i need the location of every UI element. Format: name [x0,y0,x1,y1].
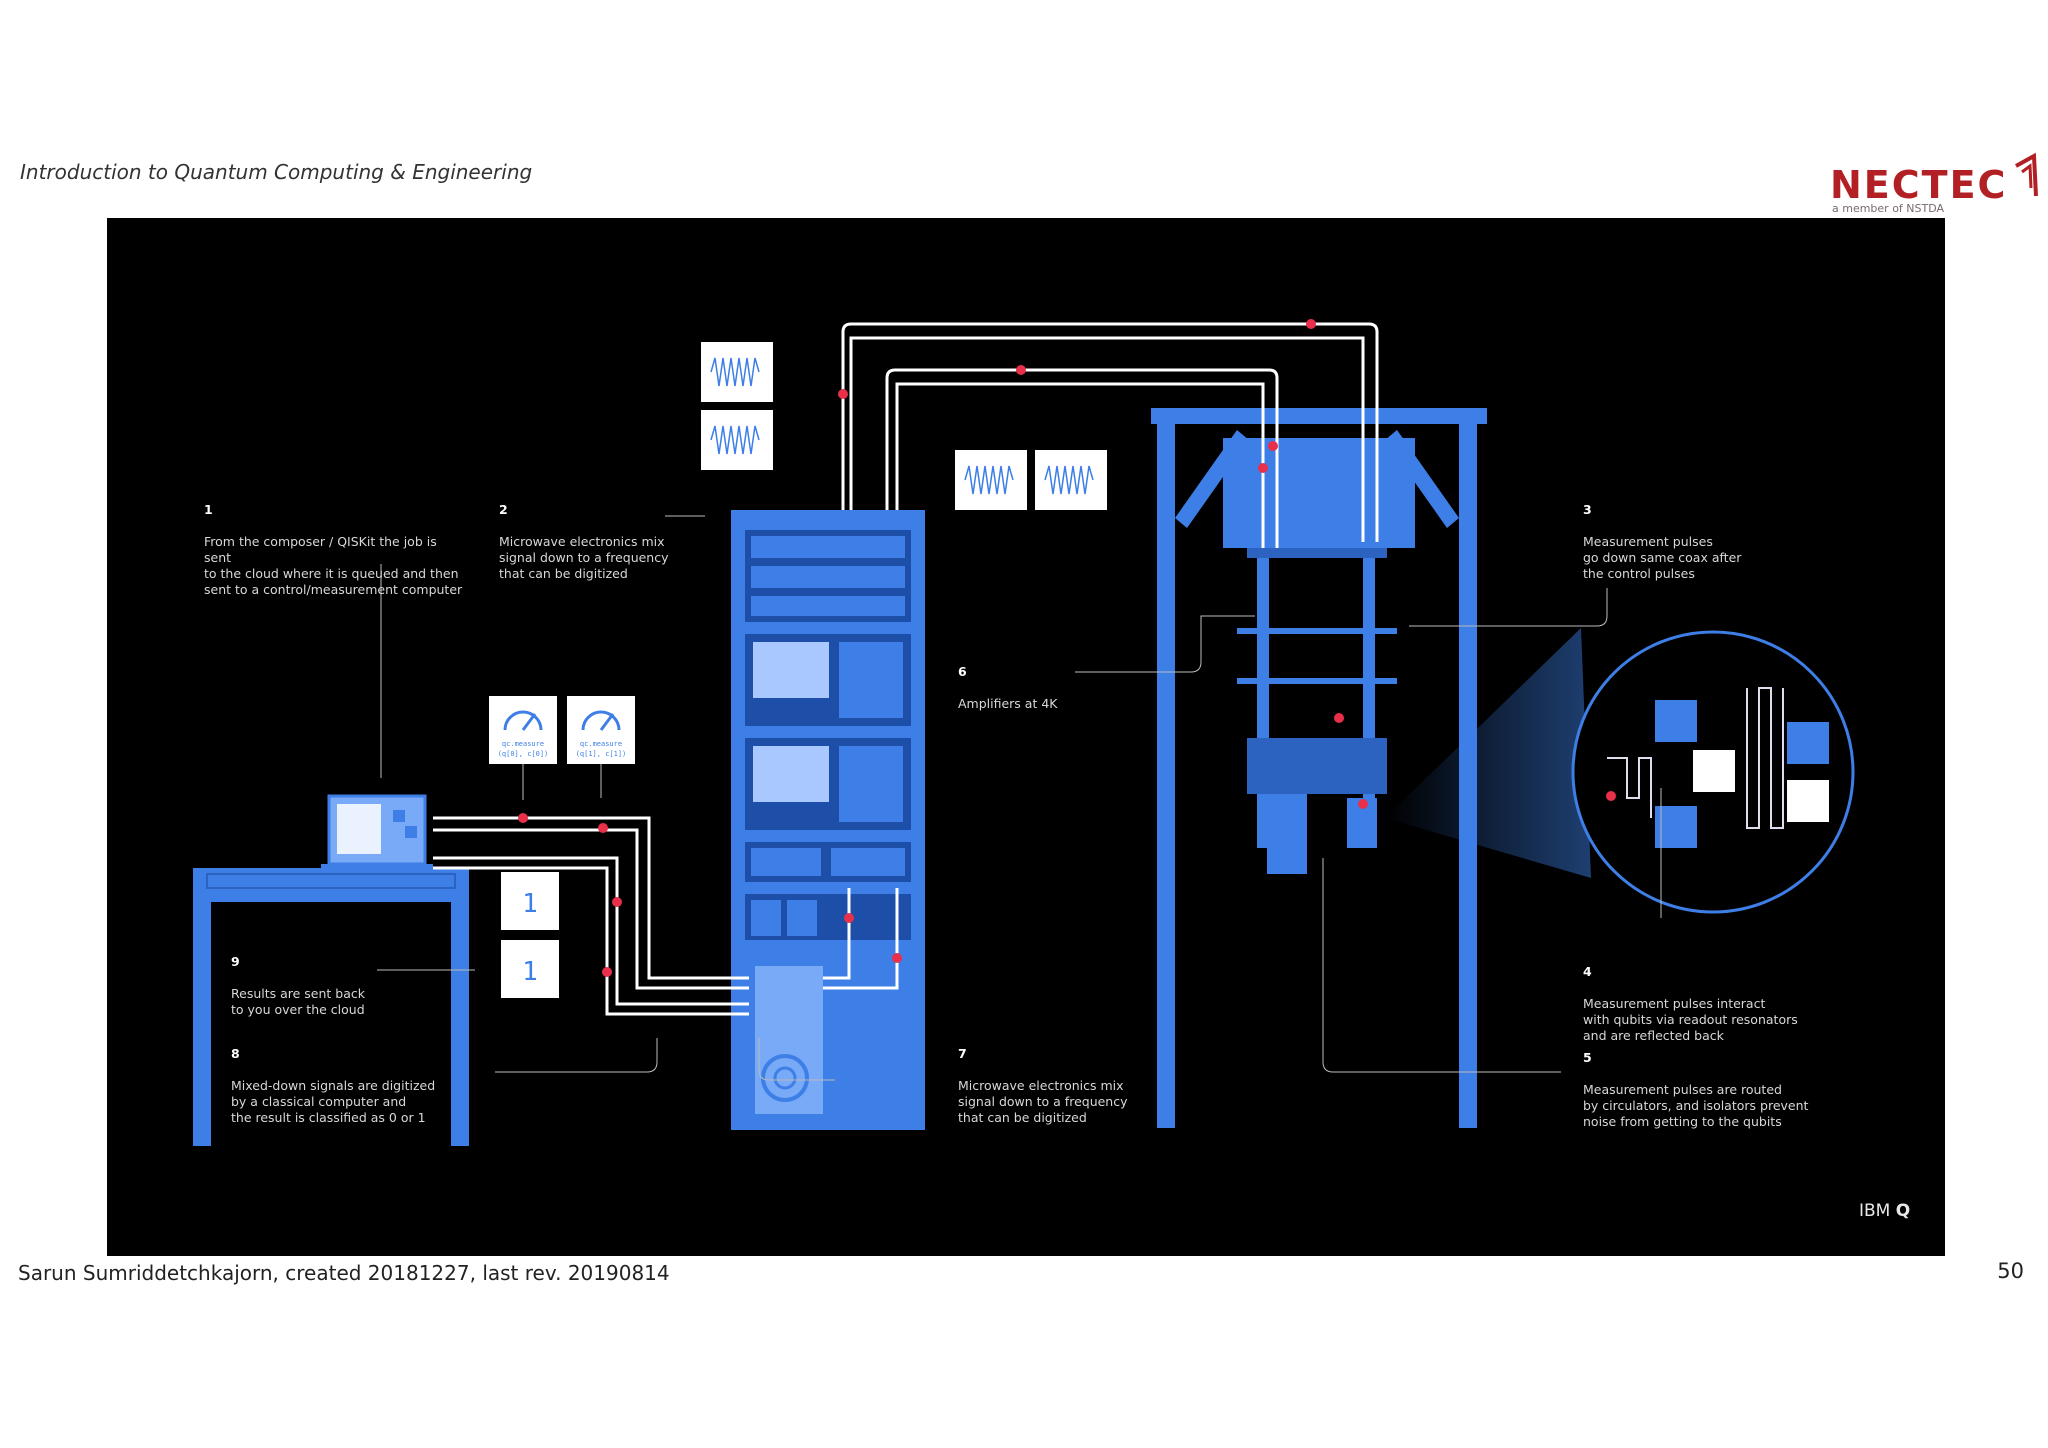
step-8-caption: 8 Mixed-down signals are digitized by a … [231,1030,451,1126]
laptop [321,794,433,870]
step-2-text: Microwave electronics mix signal down to… [499,534,669,581]
measure-card-1: qc.measure (q[1], c[1]) [567,696,635,764]
step-6-text: Amplifiers at 4K [958,696,1058,711]
step-1-caption: 1 From the composer / QISKit the job is … [204,486,464,598]
logo-subtitle: a member of NSTDA [1832,202,1945,215]
measure-card-0: qc.measure (q[0], c[0]) [489,696,557,764]
page-number: 50 [1997,1259,2024,1283]
waveform-card-3 [1035,450,1107,510]
result-box-1: 1 [501,940,559,998]
step-5-caption: 5 Measurement pulses are routed by circu… [1583,1034,1843,1130]
step-4-caption: 4 Measurement pulses interact with qubit… [1583,948,1843,1044]
measure-card-1-line2: (q[1], c[1]) [576,750,627,758]
step-3-caption: 3 Measurement pulses go down same coax a… [1583,486,1763,582]
step-9-number: 9 [231,954,240,969]
result-box-1-value: 1 [522,957,538,987]
waveform-card-1 [701,410,773,470]
step-1-number: 1 [204,502,213,517]
electronics-rack [731,510,925,1130]
step-5-number: 5 [1583,1050,1592,1065]
measure-card-1-line1: qc.measure [580,740,622,748]
step-2-caption: 2 Microwave electronics mix signal down … [499,486,679,582]
step-9-text: Results are sent back to you over the cl… [231,986,366,1017]
desk [193,868,469,1146]
step-2-number: 2 [499,502,508,517]
step-8-number: 8 [231,1046,240,1061]
waveform-card-0 [701,342,773,402]
result-box-0: 1 [501,872,559,930]
measure-card-0-line2: (q[0], c[0]) [498,750,549,758]
step-4-number: 4 [1583,964,1592,979]
nectec-logo: NECTEC a member of NSTDA [1822,148,2042,218]
step-6-number: 6 [958,664,967,679]
logo-swoosh-icon [2015,152,2038,197]
step-9-caption: 9 Results are sent back to you over the … [231,938,391,1018]
ibm-q-brand: IBM Q [1859,1201,1910,1221]
step-8-text: Mixed-down signals are digitized by a cl… [231,1078,436,1125]
step-5-text: Measurement pulses are routed by circula… [1583,1082,1809,1129]
step-3-text: Measurement pulses go down same coax aft… [1583,534,1742,581]
ibm-q-brand-text: IBM [1859,1201,1891,1221]
leader-lines [377,515,1662,1081]
step-7-text: Microwave electronics mix signal down to… [958,1078,1128,1125]
diagram-artwork: qc.measure (q[0], c[0]) qc.measure (q[1]… [193,319,1855,1146]
logo-wordmark: NECTEC [1830,163,2008,207]
measure-card-0-line1: qc.measure [502,740,544,748]
step-1-text: From the composer / QISKit the job is se… [204,534,463,597]
waveform-card-2 [955,450,1027,510]
quantum-measurement-diagram: qc.measure (q[0], c[0]) qc.measure (q[1]… [107,218,1945,1256]
result-box-0-value: 1 [522,889,538,919]
qubit-chip-zoom [1385,628,1855,914]
ibm-q-brand-bold: Q [1895,1201,1911,1221]
signal-pulses [518,319,1616,977]
footer-author-line: Sarun Sumriddetchkajorn, created 2018122… [18,1261,670,1285]
step-3-number: 3 [1583,502,1592,517]
step-4-text: Measurement pulses interact with qubits … [1583,996,1798,1043]
step-7-caption: 7 Microwave electronics mix signal down … [958,1030,1138,1126]
step-6-caption: 6 Amplifiers at 4K [958,648,1098,712]
step-7-number: 7 [958,1046,967,1061]
page-header-title: Introduction to Quantum Computing & Engi… [20,160,533,184]
